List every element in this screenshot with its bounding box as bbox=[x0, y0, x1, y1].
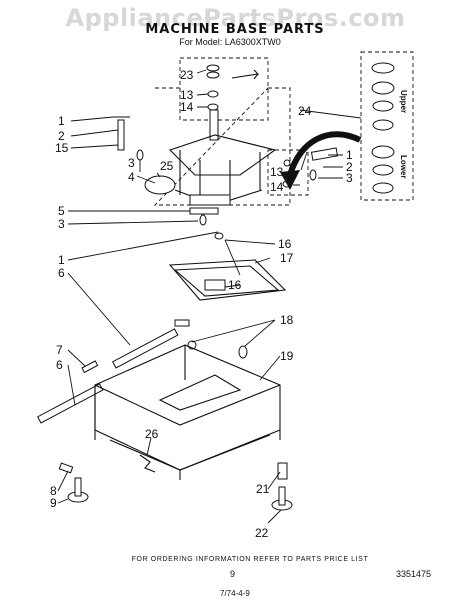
callout-6-lower: 6 bbox=[56, 358, 63, 372]
callout-5: 5 bbox=[58, 204, 65, 218]
page-number: 9 bbox=[230, 569, 236, 579]
callout-13-right: 13 bbox=[270, 165, 284, 179]
callout-13: 13 bbox=[180, 88, 194, 102]
gearcase-assembly bbox=[168, 109, 277, 206]
callout-8: 8 bbox=[50, 484, 57, 498]
callout-9: 9 bbox=[50, 496, 57, 510]
callout-22: 22 bbox=[255, 526, 269, 540]
watermark: AppliancePartsPros.com bbox=[65, 4, 406, 32]
callout-24: 24 bbox=[298, 104, 312, 118]
inset-box-top bbox=[179, 57, 269, 121]
curved-arrow bbox=[287, 131, 362, 176]
leveling-feet bbox=[58, 462, 89, 503]
callout-14-right: 14 bbox=[270, 180, 284, 194]
callout-23: 23 bbox=[180, 68, 194, 82]
callout-2-right: 2 bbox=[346, 160, 353, 174]
leader-lines bbox=[57, 69, 362, 524]
callout-4: 4 bbox=[128, 170, 135, 184]
rear-feet bbox=[271, 462, 293, 511]
callout-16-lower: 16 bbox=[228, 278, 242, 292]
model-subtitle: For Model: LA6300XTW0 bbox=[179, 37, 281, 47]
ordering-note: FOR ORDERING INFORMATION REFER TO PARTS … bbox=[131, 556, 369, 563]
page-title: MACHINE BASE PARTS bbox=[145, 22, 325, 37]
callout-7: 7 bbox=[56, 343, 63, 357]
inset-upper-label: Upper bbox=[399, 90, 408, 113]
callout-14: 14 bbox=[180, 100, 194, 114]
brace-clips bbox=[174, 319, 248, 359]
pump-mount-plate bbox=[168, 259, 287, 301]
callout-3-mid: 3 bbox=[58, 217, 65, 231]
callout-16: 16 bbox=[278, 237, 292, 251]
revision-code: 7/74-4-9 bbox=[220, 589, 250, 598]
inset-lower-label: Lower bbox=[399, 155, 408, 179]
inset-box-right bbox=[267, 149, 309, 196]
callout-3-right: 3 bbox=[346, 171, 353, 185]
ring-part bbox=[144, 175, 176, 195]
arrow-indicator bbox=[231, 69, 260, 80]
callout-1: 1 bbox=[58, 114, 65, 128]
callout-6: 6 bbox=[58, 266, 65, 280]
callout-1-right: 1 bbox=[346, 148, 353, 162]
callout-26: 26 bbox=[145, 427, 159, 441]
left-bracket-parts bbox=[113, 116, 144, 161]
inset-box-side bbox=[360, 51, 414, 201]
base-rails bbox=[37, 328, 179, 424]
callout-25: 25 bbox=[160, 159, 174, 173]
spring-part bbox=[139, 454, 156, 473]
assembly-outline bbox=[153, 87, 291, 206]
callout-19: 19 bbox=[280, 349, 294, 363]
curved-arrow-head bbox=[280, 170, 300, 190]
machine-base-frame bbox=[94, 344, 281, 480]
callout-3: 3 bbox=[128, 156, 135, 170]
callout-17: 17 bbox=[280, 251, 294, 265]
document-number: 3351475 bbox=[396, 569, 432, 579]
callout-18: 18 bbox=[280, 313, 294, 327]
seal-stack bbox=[206, 64, 220, 111]
callout-15: 15 bbox=[55, 141, 69, 155]
callout-21: 21 bbox=[256, 482, 270, 496]
callout-2: 2 bbox=[58, 129, 65, 143]
callout-labels: 23 13 14 1 2 15 3 4 25 24 13 14 1 2 3 5 … bbox=[50, 68, 353, 540]
inset-seals bbox=[371, 62, 395, 194]
callout-1-mid: 1 bbox=[58, 253, 65, 267]
